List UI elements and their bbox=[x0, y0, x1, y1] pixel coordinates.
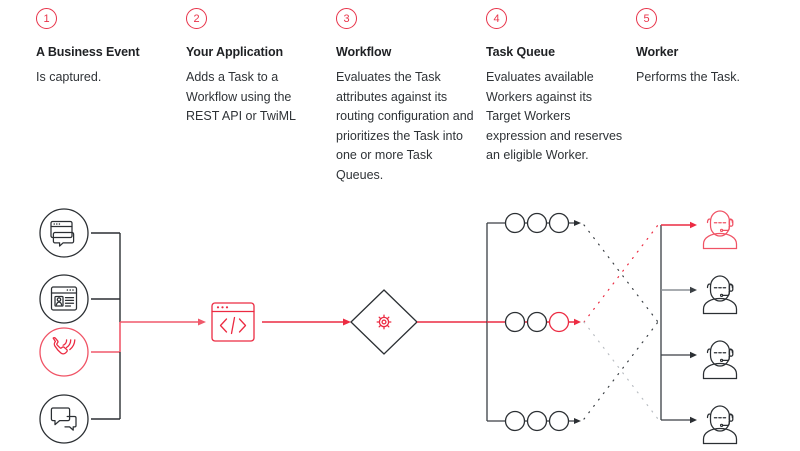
step-body-2: Adds a Task to a Workflow using the REST… bbox=[186, 70, 296, 123]
step-badge-2: 2 bbox=[186, 8, 207, 29]
task-queue-bus bbox=[486, 222, 505, 422]
step-title-5: Worker bbox=[636, 45, 679, 59]
step-badge-1: 1 bbox=[36, 8, 57, 29]
step-title-1: A Business Event bbox=[36, 45, 140, 59]
task-queue-bottom bbox=[504, 410, 581, 432]
step-column-2: 2 Your Application Adds a Task to a Work… bbox=[186, 8, 326, 127]
step-column-1: 1 A Business Event Is captured. bbox=[36, 8, 176, 88]
worker-2-icon bbox=[702, 275, 738, 315]
step-body-5: Performs the Task. bbox=[636, 70, 740, 84]
step-title-2: Your Application bbox=[186, 45, 284, 59]
source-icon-ringing-phone bbox=[39, 327, 89, 377]
step-body-3: Evaluates the Task attributes against it… bbox=[336, 70, 474, 182]
flow-diagram bbox=[0, 195, 800, 451]
worker-3-icon bbox=[702, 340, 738, 380]
step-column-5: 5 Worker Performs the Task. bbox=[636, 8, 786, 88]
application-code-window-icon bbox=[211, 302, 255, 342]
source-icon-browser-chat bbox=[39, 208, 89, 258]
step-badge-4: 4 bbox=[486, 8, 507, 29]
step-title-4: Task Queue bbox=[486, 45, 555, 59]
step-column-3: 3 Workflow Evaluates the Task attributes… bbox=[336, 8, 474, 185]
step-column-4: 4 Task Queue Evaluates available Workers… bbox=[486, 8, 624, 166]
steps-row: 1 A Business Event Is captured. 2 Your A… bbox=[0, 0, 800, 200]
workflow-diamond-icon bbox=[350, 289, 418, 355]
worker-4-icon bbox=[702, 405, 738, 445]
arrow-to-application bbox=[198, 318, 206, 326]
step-body-1: Is captured. bbox=[36, 70, 102, 84]
source-icon-sms-chat bbox=[39, 394, 89, 444]
gear-icon bbox=[376, 314, 392, 330]
step-title-3: Workflow bbox=[336, 45, 392, 59]
step-badge-5: 5 bbox=[636, 8, 657, 29]
task-queue-top bbox=[504, 212, 581, 234]
step-body-4: Evaluates available Workers against its … bbox=[486, 70, 623, 162]
worker-1-icon bbox=[702, 210, 738, 250]
task-queue-middle bbox=[504, 311, 581, 333]
worker-bus bbox=[660, 221, 697, 424]
application-to-workflow-connector bbox=[262, 318, 351, 326]
source-icon-browser-contact bbox=[39, 274, 89, 324]
source-bus-lines bbox=[91, 232, 200, 420]
queue-worker-dotted-links bbox=[583, 224, 659, 420]
step-badge-3: 3 bbox=[336, 8, 357, 29]
